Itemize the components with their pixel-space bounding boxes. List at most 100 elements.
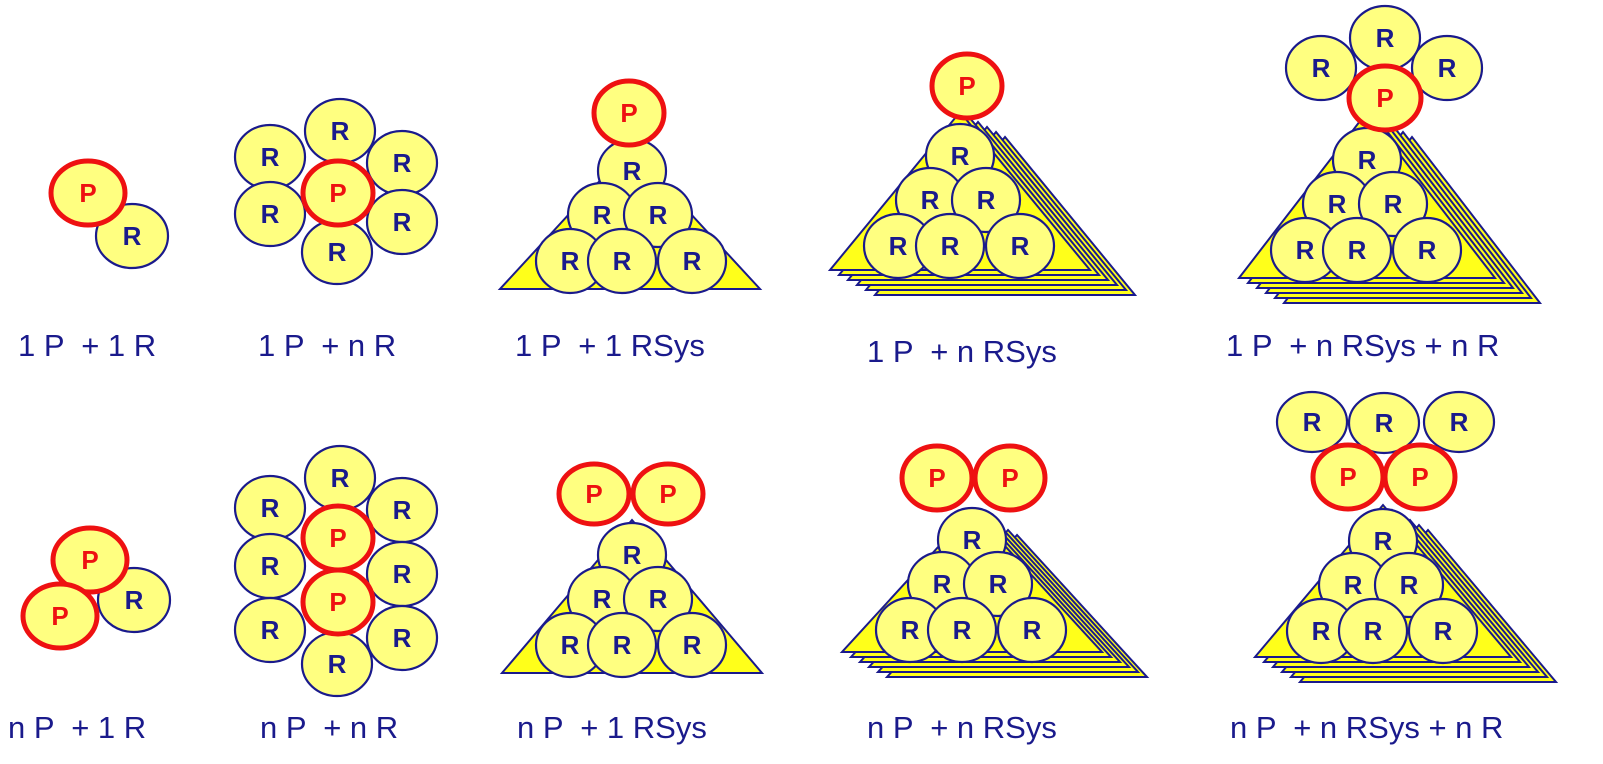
resource-node: R: [1284, 34, 1358, 102]
resource-label: R: [613, 630, 632, 660]
resource-circle: [962, 550, 1034, 618]
resource-node: R: [1357, 170, 1429, 238]
producer-circle: [48, 158, 128, 228]
producer-circle: [972, 443, 1048, 513]
resource-circle: [1357, 170, 1429, 238]
resource-label: R: [683, 246, 702, 276]
resource-label: R: [1328, 189, 1347, 219]
resource-node: R: [984, 212, 1056, 280]
resource-node: R: [950, 166, 1022, 234]
resource-label: R: [593, 200, 612, 230]
resource-label: R: [901, 615, 920, 645]
resource-node: R: [1269, 216, 1341, 284]
resource-label: R: [1364, 616, 1383, 646]
producer-label: P: [958, 71, 975, 101]
resource-node: R: [365, 129, 439, 197]
producer-circle: [300, 567, 376, 637]
resource-circle: [1347, 391, 1421, 455]
resource-circle: [94, 202, 170, 270]
resource-node: R: [365, 540, 439, 608]
resource-node: R: [233, 596, 307, 664]
resource-node: R: [365, 476, 439, 544]
resource-label: R: [261, 493, 280, 523]
resource-node: R: [365, 604, 439, 672]
resource-node: R: [586, 611, 658, 679]
producer-node: P: [48, 158, 128, 228]
resource-circle: [656, 227, 728, 295]
resource-node: R: [1373, 551, 1445, 619]
resource-node: R: [1285, 597, 1357, 665]
resource-label: R: [328, 237, 347, 267]
caption-np-1rsys: n P + 1 RSys: [517, 710, 707, 745]
producer-circle: [630, 461, 706, 527]
resource-circle: [365, 188, 439, 256]
producer-label: P: [585, 479, 602, 509]
producer-circle: [50, 525, 130, 595]
resource-node: R: [656, 227, 728, 295]
resource-label: R: [1434, 616, 1453, 646]
resource-circle: [586, 227, 658, 295]
producer-circle: [591, 78, 667, 148]
resource-circle: [622, 181, 694, 249]
resource-label: R: [125, 585, 144, 615]
resource-label: R: [963, 525, 982, 555]
resource-circle: [586, 611, 658, 679]
resource-label: R: [561, 630, 580, 660]
resource-node: R: [874, 596, 946, 664]
resource-circle: [233, 180, 307, 248]
caption-1p-nrsys-nr: 1 P + n RSys + n R: [1226, 328, 1500, 363]
resource-label: R: [261, 142, 280, 172]
producer-node: P: [300, 503, 376, 573]
producer-label: P: [79, 178, 96, 208]
resource-circle: [622, 565, 694, 633]
resource-node: R: [233, 180, 307, 248]
resource-node: R: [1407, 597, 1479, 665]
resource-label: R: [261, 199, 280, 229]
resource-label: R: [921, 185, 940, 215]
resource-node: R: [914, 212, 986, 280]
resource-label: R: [1312, 616, 1331, 646]
resource-node: R: [534, 611, 606, 679]
resource-label: R: [623, 156, 642, 186]
resource-label: R: [593, 584, 612, 614]
producer-circle: [1382, 442, 1458, 512]
caption-np-nrsys-nr: n P + n RSys + n R: [1230, 710, 1504, 745]
producer-node: P: [1310, 442, 1386, 512]
resource-label: R: [1023, 615, 1042, 645]
resource-node: R: [1348, 4, 1422, 72]
resource-circle: [365, 604, 439, 672]
resource-node: R: [233, 123, 307, 191]
resource-node: R: [1347, 391, 1421, 455]
resource-label: R: [649, 584, 668, 614]
producer-label: P: [659, 479, 676, 509]
resource-label: R: [933, 569, 952, 599]
resource-label: R: [123, 221, 142, 251]
resource-node: R: [962, 550, 1034, 618]
resource-label: R: [889, 231, 908, 261]
resource-node: R: [622, 565, 694, 633]
resource-node: R: [996, 596, 1068, 664]
resource-node: R: [300, 218, 374, 286]
resource-label: R: [1418, 235, 1437, 265]
resource-label: R: [1344, 570, 1363, 600]
resource-node: R: [1422, 390, 1496, 454]
resource-node: R: [303, 97, 377, 165]
resource-label: R: [1438, 53, 1457, 83]
producer-label: P: [329, 587, 346, 617]
resource-label: R: [1296, 235, 1315, 265]
resource-node: R: [233, 532, 307, 600]
resource-label: R: [1348, 235, 1367, 265]
resource-node: R: [586, 227, 658, 295]
caption-np-1r: n P + 1 R: [8, 710, 147, 745]
resource-label: R: [1312, 53, 1331, 83]
resource-circle: [1284, 34, 1358, 102]
producer-label: P: [620, 98, 637, 128]
resource-circle: [950, 166, 1022, 234]
producer-circle: [1346, 63, 1424, 133]
resource-circle: [926, 596, 998, 664]
producer-label: P: [329, 178, 346, 208]
producer-node: P: [20, 581, 100, 651]
resource-label: R: [623, 540, 642, 570]
producer-label: P: [1411, 462, 1428, 492]
